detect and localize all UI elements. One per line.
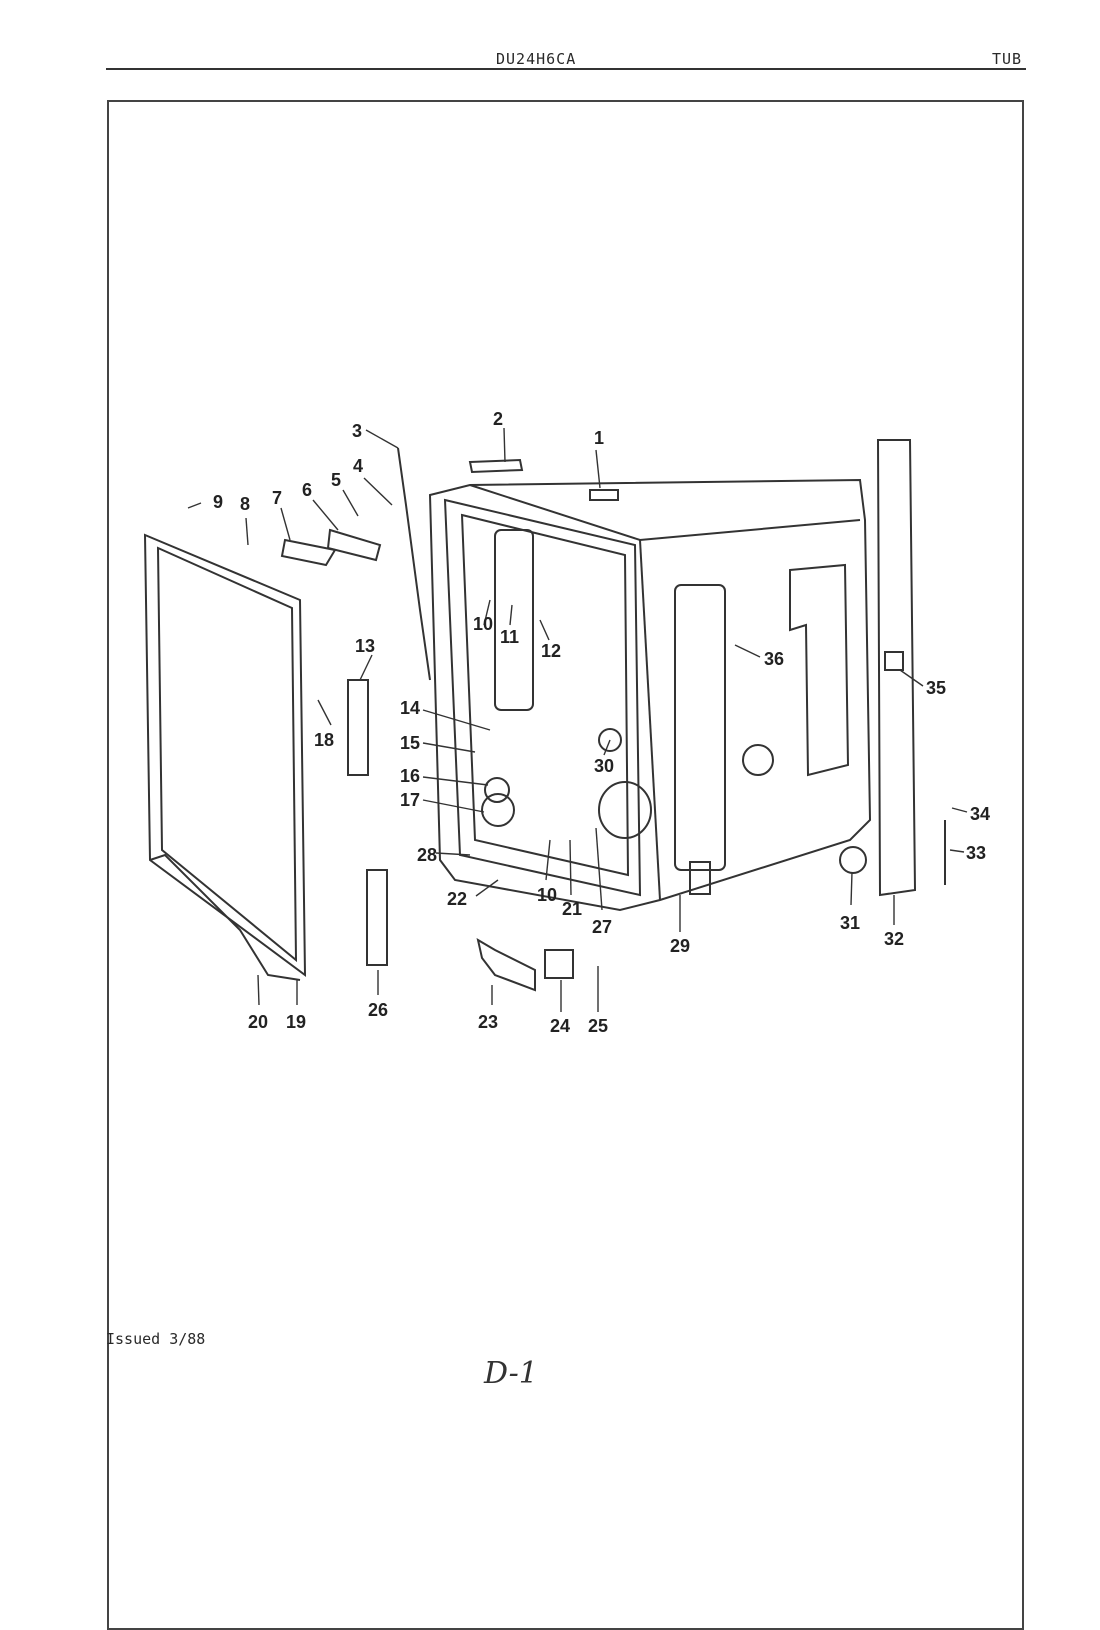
callout-23: 23 (478, 1012, 498, 1032)
callout-10: 10 (473, 614, 493, 634)
kick-bracket (689, 861, 711, 895)
part-7-bracket (280, 538, 337, 567)
part-16-washer (484, 777, 510, 803)
callout-6: 6 (302, 480, 312, 500)
callout-16: 16 (400, 766, 420, 786)
sump-opening (598, 781, 652, 839)
callout-36: 36 (764, 649, 784, 669)
tub-right-recess (674, 584, 726, 871)
callout-2: 2 (493, 409, 503, 429)
callout-33: 33 (966, 843, 986, 863)
page-mark: D-1 (484, 1356, 538, 1391)
callout-1: 1 (594, 428, 604, 448)
header-rule (106, 68, 1026, 70)
callout-22: 22 (447, 889, 467, 909)
callout-35: 35 (926, 678, 946, 698)
part-17-base (481, 793, 515, 827)
callout-25: 25 (588, 1016, 608, 1036)
issued-date: Issued 3/88 (106, 1330, 206, 1348)
callout-3: 3 (352, 421, 362, 441)
part-6-bracket (326, 528, 382, 562)
callout-28: 28 (417, 845, 437, 865)
part-26-strip (366, 869, 388, 966)
nameplate (589, 489, 619, 501)
callout-7: 7 (272, 488, 282, 508)
part-3-tube (397, 447, 431, 681)
part-13-strip (347, 679, 369, 776)
callout-27: 27 (592, 917, 612, 937)
callout-10b: 10 (537, 885, 557, 905)
callout-14: 14 (400, 698, 420, 718)
callout-12: 12 (541, 641, 561, 661)
callout-21: 21 (562, 899, 582, 919)
callout-20: 20 (248, 1012, 268, 1032)
callout-31: 31 (840, 913, 860, 933)
callout-30: 30 (594, 756, 614, 776)
part-35-clip (884, 651, 904, 671)
callout-8: 8 (240, 494, 250, 514)
tub-body (428, 478, 872, 912)
hinge-left (476, 937, 536, 992)
callout-32: 32 (884, 929, 904, 949)
callout-19: 19 (286, 1012, 306, 1032)
part-24-bracket (544, 949, 574, 979)
exploded-tub-diagram: 1 2 3 4 5 6 7 8 9 10 11 12 13 14 15 16 1… (143, 409, 990, 1036)
part-31-roller (839, 846, 867, 874)
callout-4: 4 (353, 456, 363, 476)
model-number: DU24H6CA (496, 50, 577, 68)
callout-34: 34 (970, 804, 990, 824)
callout-24: 24 (550, 1016, 570, 1036)
callout-15: 15 (400, 733, 420, 753)
tub-left-recess (494, 529, 534, 711)
callout-9: 9 (213, 492, 223, 512)
door-gasket (143, 533, 307, 978)
part-30-fitting (598, 728, 622, 752)
callout-5: 5 (331, 470, 341, 490)
drain-hole (742, 744, 774, 776)
part-32-leg (876, 439, 917, 897)
part-2-bracket (468, 458, 524, 474)
callout-26: 26 (368, 1000, 388, 1020)
callout-18: 18 (314, 730, 334, 750)
callout-13: 13 (355, 636, 375, 656)
section-title: TUB (992, 50, 1023, 68)
callout-29: 29 (670, 936, 690, 956)
callout-11: 11 (500, 627, 519, 647)
callout-17: 17 (400, 790, 420, 810)
